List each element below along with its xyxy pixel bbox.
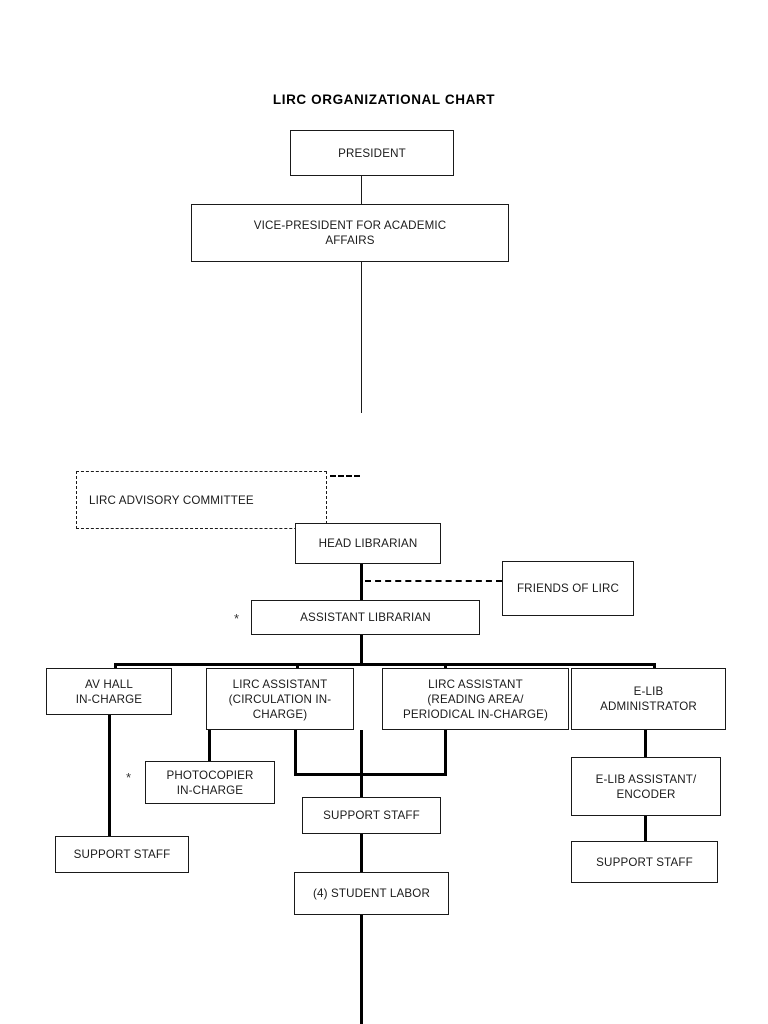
marker-asterisk-photocopier: * xyxy=(126,770,132,785)
connector-elib-assistant-to-support-staff xyxy=(644,816,647,842)
node-head-librarian-label: HEAD LIBRARIAN xyxy=(318,537,418,550)
node-lirc-circulation-label-line3: CHARGE) xyxy=(252,707,308,721)
connector-center-merge-to-support-staff xyxy=(360,730,363,798)
node-lirc-advisory-committee-label: LIRC ADVISORY COMMITTEE xyxy=(89,493,254,507)
connector-circulation-to-photocopier-vertical xyxy=(208,730,211,761)
node-av-hall-in-charge: AV HALL IN-CHARGE xyxy=(46,668,172,715)
node-vice-president-label-line2: AFFAIRS xyxy=(325,234,375,247)
node-vice-president: VICE-PRESIDENT FOR ACADEMIC AFFAIRS xyxy=(191,204,509,262)
connector-assistant-librarian-down xyxy=(360,635,363,665)
node-vice-president-label-line1: VICE-PRESIDENT FOR ACADEMIC xyxy=(253,219,447,232)
node-lirc-advisory-committee: LIRC ADVISORY COMMITTEE xyxy=(76,471,327,529)
connector-president-to-vp xyxy=(361,176,363,204)
connector-head-to-assistant-librarian xyxy=(360,564,363,602)
connector-vp-to-head-librarian xyxy=(361,262,363,413)
node-lirc-assistant-reading: LIRC ASSISTANT (READING AREA/ PERIODICAL… xyxy=(382,668,569,730)
node-elib-assistant-label-line1: E-LIB ASSISTANT/ xyxy=(595,772,697,786)
node-friends-of-lirc-label: FRIENDS OF LIRC xyxy=(516,582,620,595)
page-title: LIRC ORGANIZATIONAL CHART xyxy=(272,92,496,107)
node-support-staff-elib: SUPPORT STAFF xyxy=(571,841,718,883)
node-friends-of-lirc: FRIENDS OF LIRC xyxy=(502,561,634,616)
node-assistant-librarian-label: ASSISTANT LIBRARIAN xyxy=(300,611,431,624)
node-student-labor: (4) STUDENT LABOR xyxy=(294,872,449,915)
node-support-staff-av-label: SUPPORT STAFF xyxy=(73,848,171,861)
node-assistant-librarian: ASSISTANT LIBRARIAN xyxy=(251,600,480,635)
node-elib-assistant-label-line2: ENCODER xyxy=(616,787,676,801)
node-lirc-circulation-label-line2: (CIRCULATION IN- xyxy=(228,692,332,706)
node-president-label: PRESIDENT xyxy=(338,146,406,160)
connector-av-hall-to-support-staff xyxy=(108,715,111,837)
connector-advisory-dashed-stub xyxy=(330,475,360,477)
connector-center-merge-bar xyxy=(294,773,447,776)
node-elib-admin-label-line1: E-LIB xyxy=(633,685,664,698)
node-lirc-assistant-circulation: LIRC ASSISTANT (CIRCULATION IN- CHARGE) xyxy=(206,668,354,730)
connector-head-librarian-to-friends xyxy=(365,580,502,582)
node-lirc-circulation-label-line1: LIRC ASSISTANT xyxy=(232,677,328,691)
connector-student-labor-tail xyxy=(360,915,363,1024)
node-photocopier-in-charge: PHOTOCOPIER IN-CHARGE xyxy=(145,761,275,804)
connector-distribution-bar xyxy=(114,663,656,666)
node-photocopier-label-line1: PHOTOCOPIER xyxy=(166,768,254,782)
node-head-librarian: HEAD LIBRARIAN xyxy=(295,523,441,564)
node-av-hall-label-line1: AV HALL xyxy=(85,677,133,691)
marker-asterisk-assistant-librarian: * xyxy=(234,611,240,626)
node-support-staff-center: SUPPORT STAFF xyxy=(302,797,441,834)
node-lirc-reading-label-line2: (READING AREA/ xyxy=(427,692,524,706)
node-support-staff-av: SUPPORT STAFF xyxy=(55,836,189,873)
connector-circulation-to-center-support xyxy=(294,730,297,775)
node-lirc-reading-label-line1: LIRC ASSISTANT xyxy=(428,677,523,691)
connector-elib-admin-to-assistant xyxy=(644,730,647,757)
node-lirc-reading-label-line3: PERIODICAL IN-CHARGE) xyxy=(402,707,549,721)
node-elib-admin-label-line2: ADMINISTRATOR xyxy=(600,700,697,713)
node-student-labor-label: (4) STUDENT LABOR xyxy=(312,887,430,900)
connector-reading-to-center-support xyxy=(444,730,447,775)
node-support-staff-center-label: SUPPORT STAFF xyxy=(323,809,420,822)
node-av-hall-label-line2: IN-CHARGE xyxy=(75,692,143,706)
node-elib-assistant-encoder: E-LIB ASSISTANT/ ENCODER xyxy=(571,757,721,816)
node-support-staff-elib-label: SUPPORT STAFF xyxy=(596,855,693,869)
node-photocopier-label-line2: IN-CHARGE xyxy=(176,783,244,797)
node-president: PRESIDENT xyxy=(290,130,454,176)
node-elib-administrator: E-LIB ADMINISTRATOR xyxy=(571,668,726,730)
connector-support-staff-to-student-labor xyxy=(360,834,363,872)
